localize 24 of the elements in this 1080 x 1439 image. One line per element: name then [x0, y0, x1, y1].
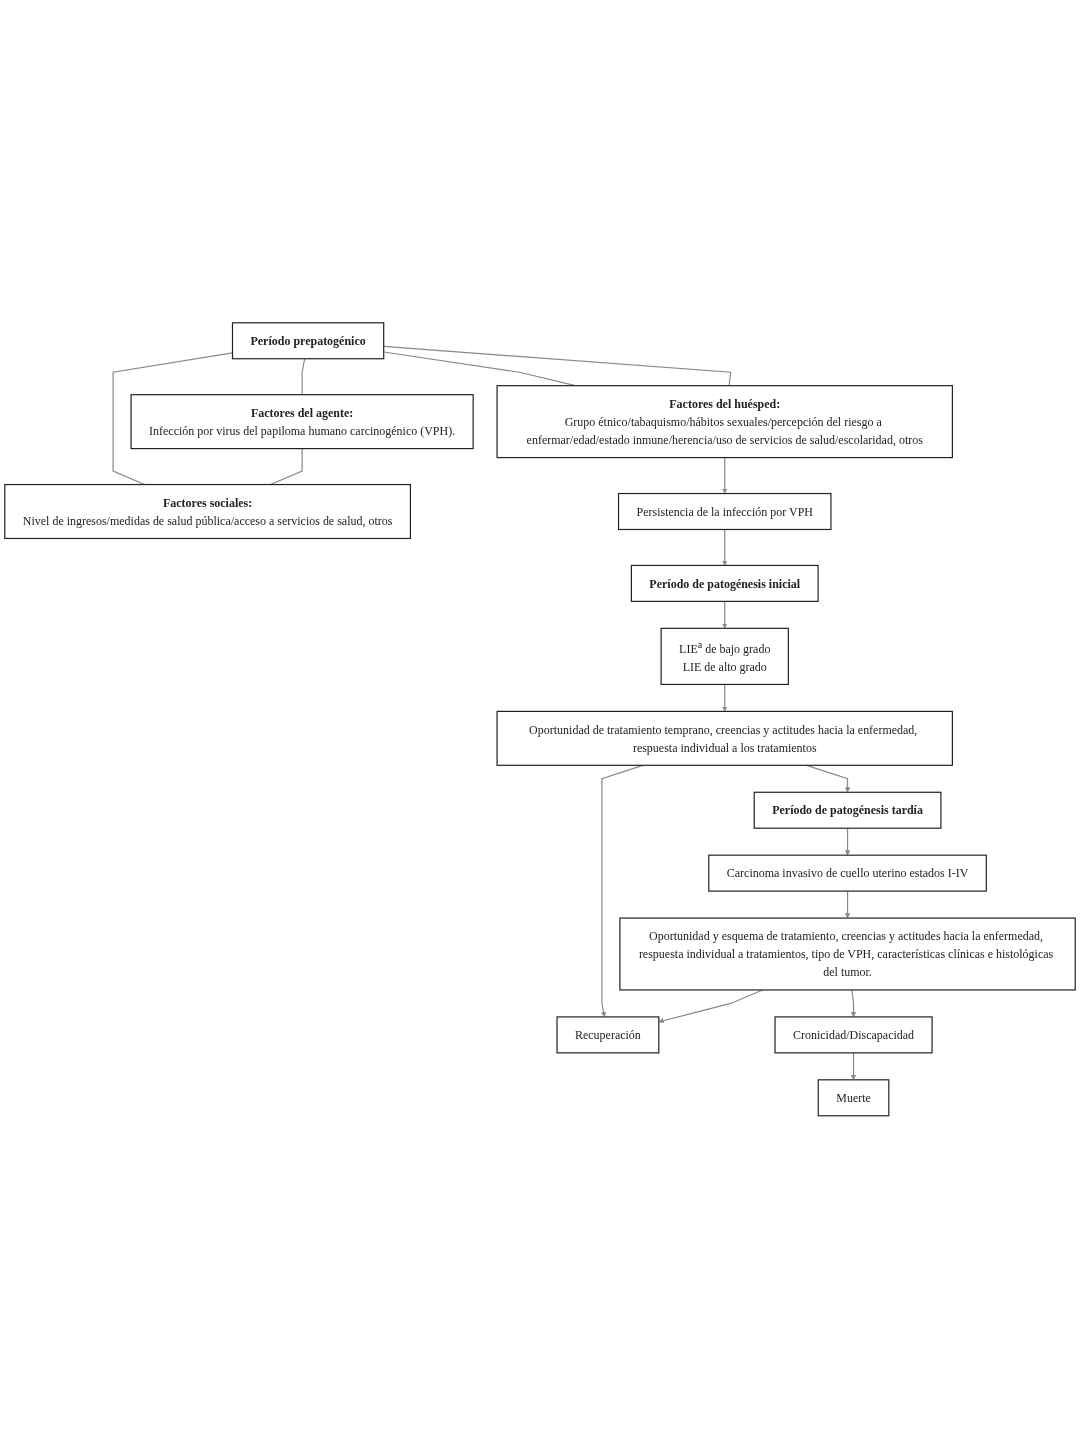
node-box: Factores sociales: Nivel de ingresos/medidas de salud pública/acceso a servicios de salud, otros [4, 484, 411, 540]
node-box: Período de patogénesis tardía [753, 791, 942, 830]
node-box: Cronicidad/Discapacidad [774, 1016, 933, 1054]
connector [301, 358, 306, 396]
node-box: Oportunidad de tratamiento temprano, creencias y actitudes hacia la enfermedad, respuesta individual a los tratamientos [496, 711, 953, 767]
arrow [850, 1052, 857, 1081]
node-box: LIE$^{a}$ de bajo grado LIE de alto grado [660, 627, 789, 686]
node-box: Factores del huésped: Grupo étnico/tabaquismo/hábitos sexuales/percepción del riesgo a enfermar/edad/estado inmune/herencia/uso de servicios de salud/escolaridad, otros [496, 385, 953, 459]
node-box: Factores del agente: Infección por virus del papiloma humano carcinogénico (VPH). [130, 394, 474, 450]
node-box: Carcinoma invasivo de cuello uterino estados I-IV [708, 854, 987, 892]
connector [383, 346, 732, 387]
arrow [722, 684, 728, 712]
arrow [850, 989, 857, 1018]
node-box: Período de patogénesis inicial [630, 565, 819, 603]
arrow [722, 601, 728, 629]
arrow [844, 827, 851, 856]
node-box: Muerte [817, 1079, 890, 1117]
node-box: Período prepatogénico [231, 322, 385, 360]
node-box: Recuperación [556, 1016, 660, 1054]
node-box: Persistencia de la infección por VPH [617, 493, 832, 531]
node-box: Oportunidad y esquema de tratamiento, creencias y actitudes hacia la enfermedad, respuesta individual a tratamientos, tipo de VPH, características clínicas e histológicas del tumor. [619, 917, 1076, 991]
arrow [844, 890, 851, 919]
arrow [722, 529, 728, 566]
arrow [722, 457, 728, 494]
